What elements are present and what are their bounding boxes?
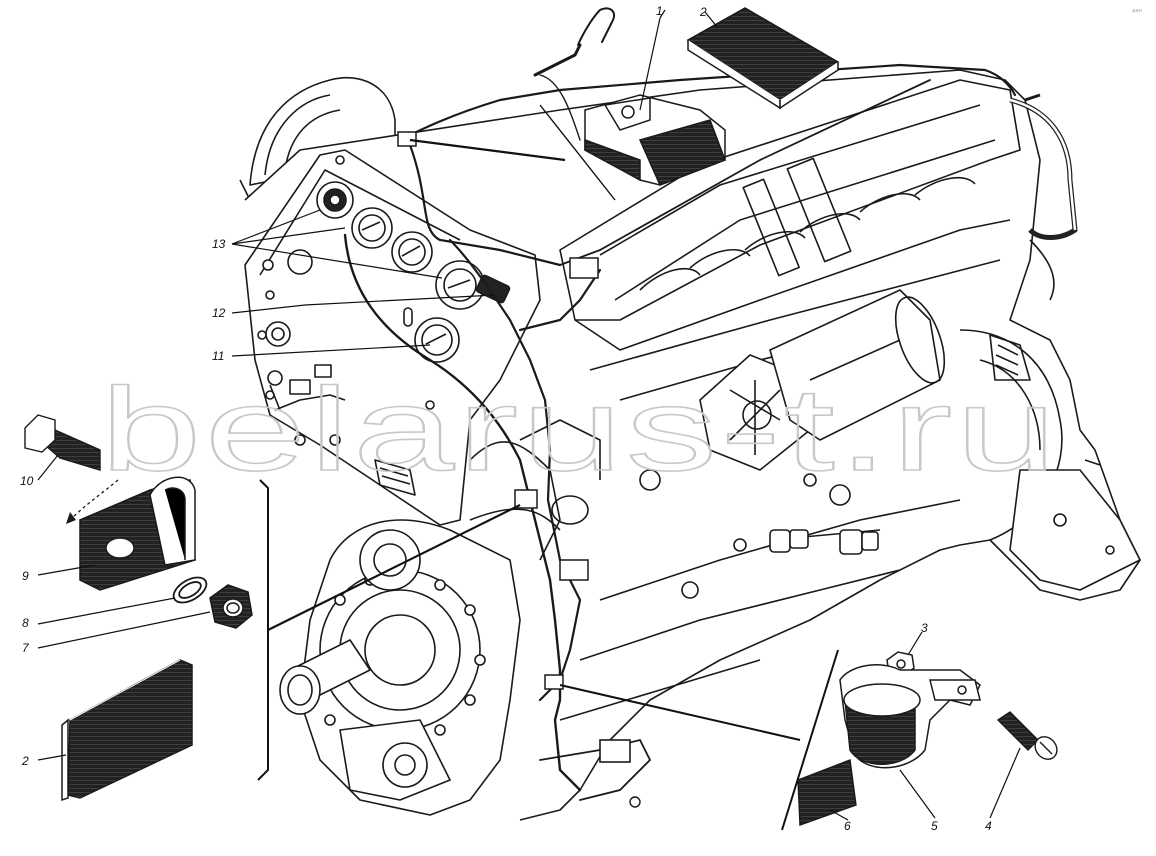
- callout-7: 7: [22, 641, 30, 655]
- gauge-3: [391, 231, 433, 273]
- callout-2-top: 2: [699, 5, 707, 19]
- callout-3: 3: [921, 621, 928, 635]
- corner-mark: дан: [1132, 8, 1142, 14]
- part-10-screw: [24, 414, 101, 471]
- panel-switches: [267, 364, 346, 411]
- callout-11: 11: [212, 349, 224, 363]
- part-4-screw: [996, 711, 1058, 760]
- gauge-1: [316, 181, 354, 219]
- wiring-harness: [343, 7, 1017, 808]
- part-10-arrow: [69, 479, 119, 521]
- part-2-top-strip: [686, 7, 840, 110]
- callout-9: 9: [22, 569, 29, 583]
- gauge-2: [351, 207, 393, 249]
- part-7-nut: [209, 584, 253, 629]
- fuel-fittings: [639, 469, 881, 599]
- front-housing: [279, 519, 521, 816]
- callout-10: 10: [20, 474, 34, 488]
- callout-5: 5: [931, 819, 938, 833]
- watermark: belarus-t.ru: [100, 364, 1060, 496]
- callout-2: 2: [21, 754, 29, 768]
- part-8-washer: [172, 576, 208, 604]
- part-1-clip-band: [584, 94, 726, 186]
- part-9-bracket: [79, 476, 196, 591]
- callout-13: 13: [212, 237, 226, 251]
- part-6-pad: [797, 759, 857, 826]
- callout-labels: 1 2 2 3 4 5 6 7 8 9 10 11 12 13: [20, 4, 992, 833]
- callout-6: 6: [844, 819, 851, 833]
- gauge-5: [414, 317, 460, 363]
- part-5-clamp: [839, 664, 981, 769]
- leader-lines: [37, 9, 1021, 831]
- callout-1: 1: [656, 4, 663, 18]
- panel-connector: [265, 321, 291, 347]
- callout-12: 12: [212, 306, 226, 320]
- callout-4: 4: [985, 819, 992, 833]
- part-2-strip: [61, 659, 193, 802]
- panel-nameplate: [374, 459, 416, 496]
- callout-8: 8: [22, 616, 29, 630]
